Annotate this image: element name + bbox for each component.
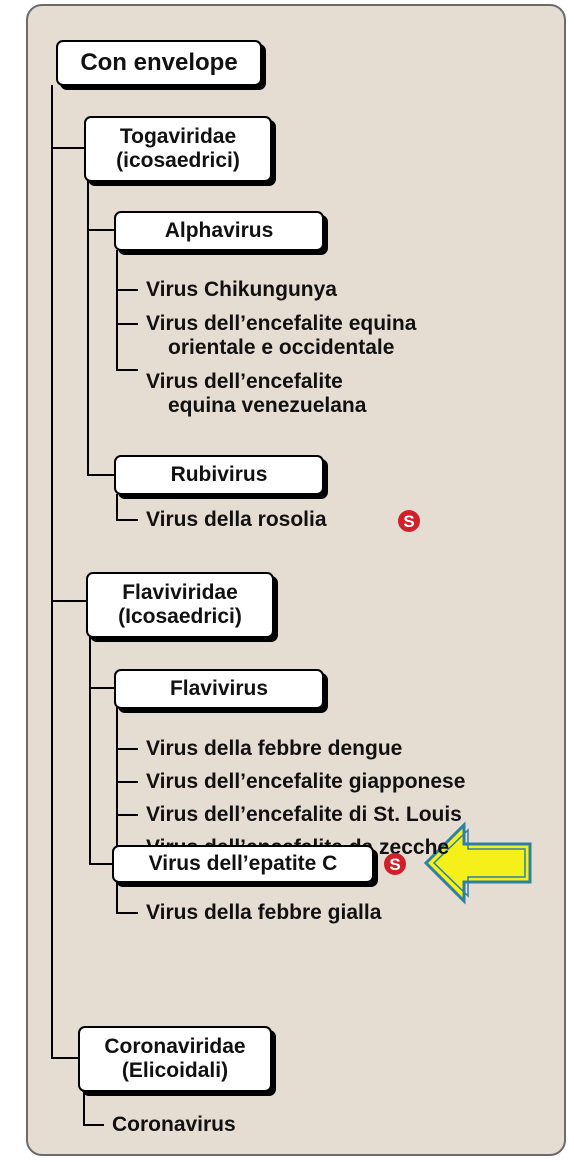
alphavirus-label: Alphavirus — [164, 218, 274, 242]
coronaviridae-box: Coronaviridae (Elicoidali) — [78, 1026, 272, 1092]
coronaviridae-subtitle: (Elicoidali) — [121, 1059, 229, 1082]
hepatitis-c-box: Virus dell’epatite C — [112, 845, 374, 883]
alphavirus-member-eastern-western: Virus dell’encefalite equina orientale e… — [146, 312, 417, 360]
coronaviridae-title: Coronaviridae — [104, 1034, 246, 1058]
flavivirus-box: Flavivirus — [114, 669, 324, 709]
togaviridae-subtitle: (icosaedrici) — [116, 149, 240, 172]
flavivirus-member-dengue: Virus della febbre dengue — [146, 737, 403, 760]
alphavirus-member-venezuelan: Virus dell’encefalite equina venezuelana — [146, 370, 367, 418]
flaviviridae-subtitle: (Icosaedrici) — [118, 605, 242, 628]
togaviridae-title: Togaviridae — [119, 124, 237, 148]
highlight-arrow — [423, 821, 532, 905]
flaviviridae-title: Flaviviridae — [122, 580, 238, 604]
s-badge-hepatitis-c: S — [384, 853, 406, 875]
flavivirus-member-yellow-fever: Virus della febbre gialla — [146, 901, 382, 924]
togaviridae-box: Togaviridae (icosaedrici) — [84, 116, 272, 182]
rubivirus-member-rubella: Virus della rosolia — [146, 508, 327, 531]
coronaviridae-member-coronavirus: Coronavirus — [112, 1113, 236, 1136]
rubivirus-box: Rubivirus — [114, 455, 324, 495]
flavivirus-label: Flavivirus — [169, 676, 269, 700]
hepatitis-c-label: Virus dell’epatite C — [148, 851, 338, 875]
togaviridae-trunk — [87, 178, 114, 476]
trunk-line — [51, 85, 78, 1059]
root-label: Con envelope — [80, 49, 238, 77]
flavivirus-member-japanese: Virus dell’encefalite giapponese — [146, 770, 466, 793]
coronaviridae-trunk — [83, 1090, 104, 1126]
s-badge-rubella: S — [398, 510, 420, 532]
flavivirus-member-st-louis: Virus dell’encefalite di St. Louis — [146, 803, 462, 826]
highlight-arrow-inner — [432, 828, 526, 898]
flavivirus-trunk — [116, 707, 138, 914]
rubivirus-label: Rubivirus — [170, 462, 268, 486]
root-box: Con envelope — [56, 40, 262, 86]
flaviviridae-trunk — [89, 631, 114, 865]
flaviviridae-box: Flaviviridae (Icosaedrici) — [86, 572, 274, 638]
alphavirus-trunk — [116, 250, 138, 371]
rubivirus-trunk — [116, 494, 138, 521]
alphavirus-member-chikungunya: Virus Chikungunya — [146, 278, 337, 301]
alphavirus-box: Alphavirus — [114, 211, 324, 251]
